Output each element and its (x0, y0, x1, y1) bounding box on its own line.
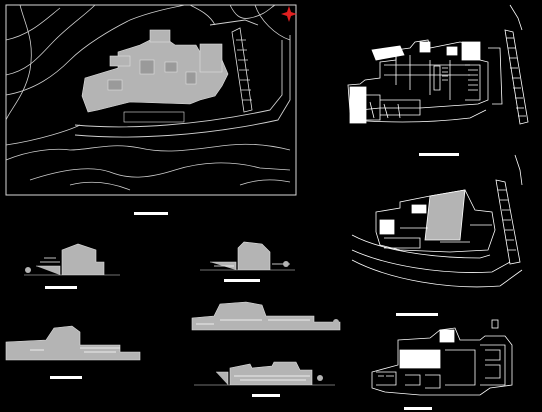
elevation-2[interactable] (200, 241, 295, 271)
site-plan[interactable] (5, 4, 297, 196)
elevation-3[interactable] (5, 325, 141, 361)
elevation-2-title-bar (224, 279, 260, 282)
elevation-1[interactable] (24, 243, 120, 276)
site-road (74, 19, 291, 138)
floor-plan-level-2[interactable] (351, 154, 523, 288)
elevation-5[interactable] (194, 361, 335, 386)
floor-plan-level-3[interactable] (371, 319, 513, 396)
floor-plan-level-2-title-bar (396, 313, 438, 316)
site-contours (5, 4, 291, 191)
floor-plan-level-1[interactable] (347, 4, 529, 125)
floor-plan-level-1-title-bar (419, 153, 459, 156)
floor-plan-level-3-title-bar (404, 407, 432, 410)
site-plan-title-bar (134, 212, 168, 215)
site-building-mass (81, 29, 229, 123)
site-east-wing (231, 27, 253, 113)
elevation-1-title-bar (45, 286, 77, 289)
site-plan-border (5, 4, 297, 196)
elevation-4[interactable] (191, 301, 341, 331)
north-arrow-icon (281, 6, 297, 22)
elevation-3-title-bar (50, 376, 82, 379)
elevation-5-title-bar (252, 394, 280, 397)
